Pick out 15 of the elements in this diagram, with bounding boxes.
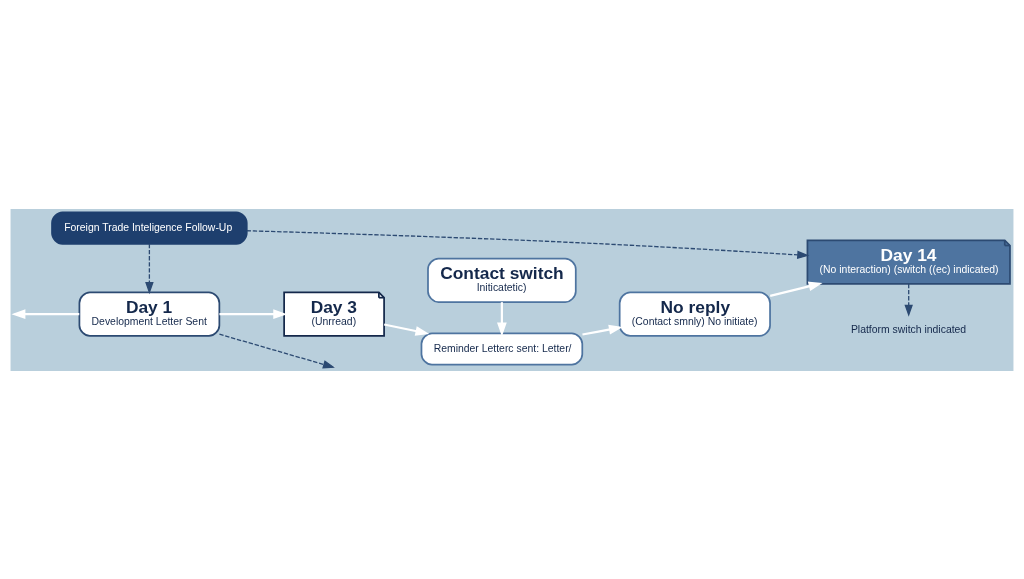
arrow (497, 301, 507, 336)
node-box: No reply (Contact smnly) No initiate) (618, 291, 771, 337)
arrow (218, 333, 336, 368)
node-box: Foreign Trade Inteligence Follow-Up (51, 211, 248, 245)
arrow (769, 281, 823, 297)
node-box: Contact switch Initicatetic) (427, 257, 577, 303)
arrow (904, 282, 913, 317)
arrow (582, 324, 623, 336)
node-box: Day 1 Development Letter Sent (78, 291, 221, 337)
arrow (219, 308, 288, 319)
arrow (145, 242, 154, 294)
node-box: Reminder Letterc sent: Letter/ (420, 331, 584, 365)
arrow (383, 322, 430, 336)
arrow (246, 229, 810, 259)
node-text: Platform switch indicated (850, 323, 967, 335)
